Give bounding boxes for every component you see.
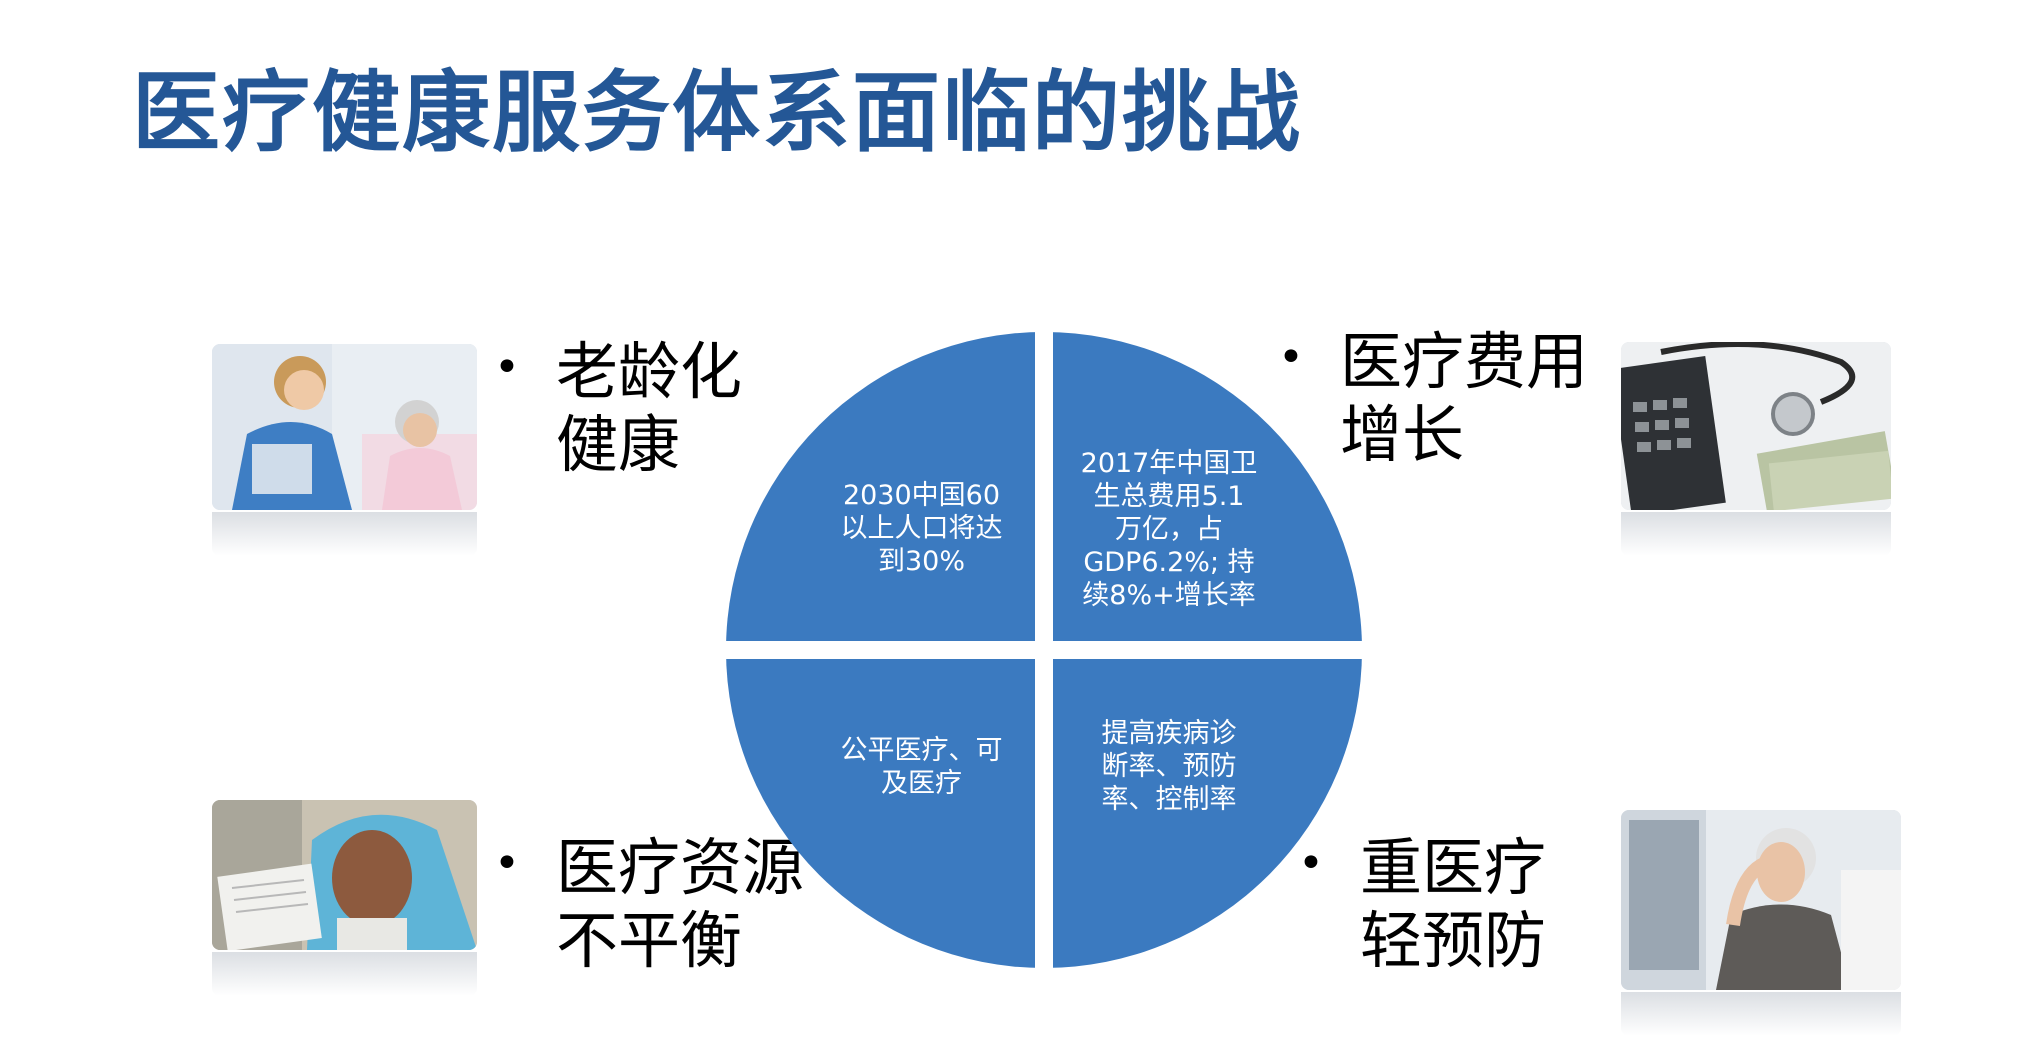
quadrant-aging-population: 2030中国60 以上人口将达 到30% bbox=[840, 480, 1003, 577]
pie-divider-horizontal bbox=[724, 641, 1364, 659]
slide-title: 医疗健康服务体系面临的挑战 bbox=[132, 61, 1303, 164]
bullet-medical-cost-growth-label: 医疗费用 增长 bbox=[1339, 325, 1588, 471]
bullet-dot-icon: • bbox=[494, 838, 520, 889]
bullet-treatment-over-prevention: • 重医疗 轻预防 bbox=[1298, 831, 1546, 977]
quadrant-equitable-access: 公平医疗、可 及医疗 bbox=[840, 735, 1003, 799]
bullet-resource-imbalance: • 医疗资源 不平衡 bbox=[494, 831, 804, 977]
bullet-aging-health-label: 老龄化 健康 bbox=[555, 335, 742, 481]
stethoscope-money-photo-reflection bbox=[1621, 512, 1891, 556]
quadrant-prevention-rates: 提高疾病诊 断率、预防 率、控制率 bbox=[1101, 718, 1237, 815]
bullet-treatment-over-prevention-label: 重医疗 轻预防 bbox=[1359, 831, 1546, 977]
woman-medical-card-photo bbox=[212, 800, 477, 950]
bullet-medical-cost-growth: • 医疗费用 增长 bbox=[1278, 325, 1588, 471]
pie-graphic bbox=[724, 330, 1364, 970]
bullet-dot-icon: • bbox=[494, 342, 520, 393]
bullet-dot-icon: • bbox=[1298, 838, 1324, 889]
quadrant-health-expenditure: 2017年中国卫 生总费用5.1 万亿，占 GDP6.2%; 持 续8%+增长率 bbox=[1080, 448, 1258, 611]
woman-headache-photo bbox=[1621, 810, 1901, 990]
challenges-pie-diagram: 2030中国60 以上人口将达 到30% 2017年中国卫 生总费用5.1 万亿… bbox=[724, 330, 1364, 970]
woman-medical-card-photo-reflection bbox=[212, 952, 477, 996]
bullet-aging-health: • 老龄化 健康 bbox=[494, 335, 742, 481]
nurse-elderly-photo bbox=[212, 344, 477, 510]
bullet-dot-icon: • bbox=[1278, 332, 1304, 383]
stethoscope-money-photo bbox=[1621, 342, 1891, 510]
bullet-resource-imbalance-label: 医疗资源 不平衡 bbox=[555, 831, 804, 977]
woman-headache-photo-reflection bbox=[1621, 992, 1901, 1036]
nurse-elderly-photo-reflection bbox=[212, 512, 477, 556]
